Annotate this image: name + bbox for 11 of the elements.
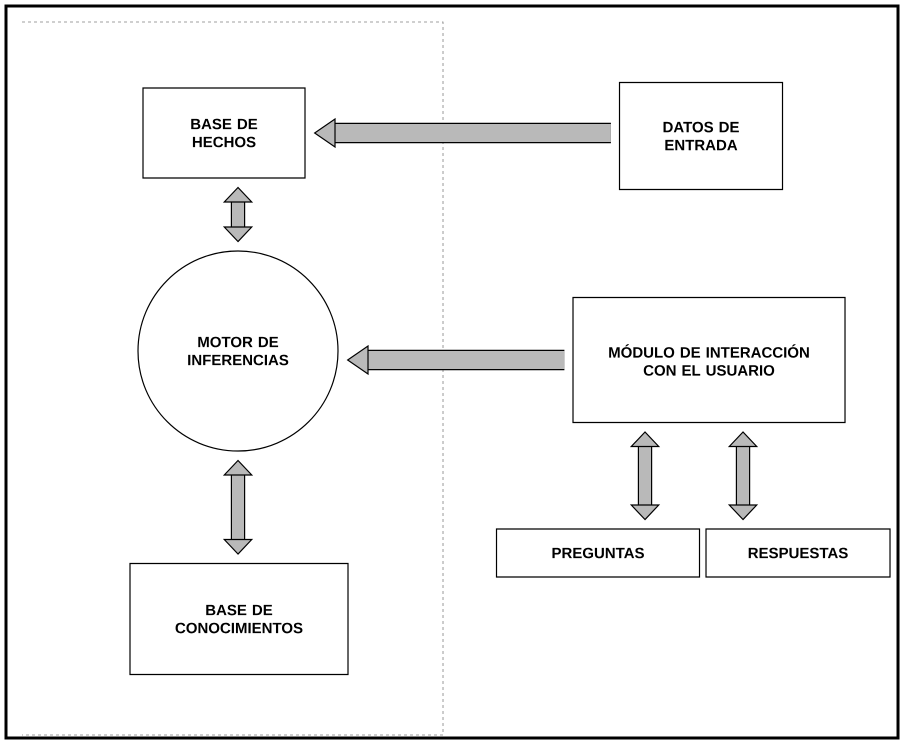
- box-node: RESPUESTAS: [705, 528, 891, 578]
- block-arrow: [630, 431, 660, 520]
- block-arrow: [222, 460, 254, 555]
- box-node: MÓDULO DE INTERACCIÓN CON EL USUARIO: [572, 296, 846, 424]
- circle-node: MOTOR DE INFERENCIAS: [137, 250, 339, 452]
- box-node: DATOS DE ENTRADA: [618, 82, 784, 190]
- block-arrow: [728, 431, 758, 520]
- box-node: BASE DE CONOCIMIENTOS: [129, 562, 349, 676]
- box-node: PREGUNTAS: [496, 528, 700, 578]
- box-node: BASE DE HECHOS: [142, 87, 306, 179]
- block-arrow: [222, 186, 254, 242]
